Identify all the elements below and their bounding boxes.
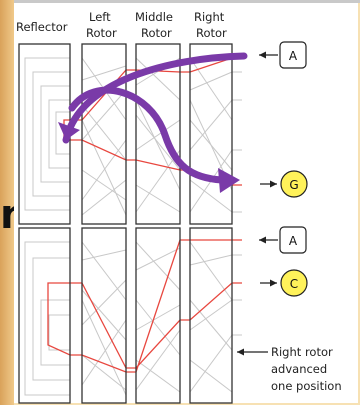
top-middle-rotor-box [135, 43, 181, 225]
bottom-output-lamp [280, 269, 308, 297]
bottom-reflector-box [18, 227, 71, 404]
label-middle-rotor-line2: Rotor [141, 26, 172, 40]
diagram-panel [14, 3, 358, 403]
annotation-line1: Right rotor [271, 345, 333, 359]
purple-arrow-out-head [218, 168, 240, 193]
annotation-line2: advanced [271, 362, 327, 376]
top-input-key [279, 41, 307, 69]
purple-arrow-out [68, 86, 226, 184]
top-panel: A G [18, 41, 308, 225]
partial-slide-text: n [0, 185, 14, 245]
top-output-letter: G [289, 178, 298, 192]
annotation-line3: one position [271, 379, 342, 393]
slide-edge-left [0, 0, 14, 405]
bottom-middle-rotor-box [135, 227, 181, 404]
bottom-panel: A C Right rotor advanced one position [18, 226, 342, 404]
purple-arrow-in [62, 52, 248, 144]
top-right-rotor-box [189, 43, 233, 225]
bottom-rotor-boxes [18, 227, 233, 404]
label-left-rotor-line1: Left [89, 10, 111, 24]
purple-arrow-in-head [58, 122, 80, 140]
top-input-letter: A [289, 49, 298, 63]
purple-arrows [58, 52, 248, 193]
slide-edge-top [14, 0, 360, 3]
bottom-right-rotor-box [189, 227, 233, 404]
bottom-output-letter: C [290, 277, 298, 291]
bottom-left-rotor-box [81, 227, 127, 404]
top-left-rotor-box [81, 43, 127, 225]
label-middle-rotor-line1: Middle [135, 10, 173, 24]
label-right-rotor-line2: Rotor [196, 26, 227, 40]
label-right-rotor-line1: Right [194, 10, 225, 24]
top-reflector-box [18, 43, 71, 225]
bottom-input-key [279, 226, 307, 254]
label-reflector: Reflector [16, 20, 68, 34]
top-wiring [24, 57, 242, 216]
top-output-lamp [280, 170, 308, 198]
bottom-input-letter: A [289, 234, 298, 248]
bottom-signal-path [47, 239, 242, 373]
label-left-rotor-line2: Rotor [86, 26, 117, 40]
